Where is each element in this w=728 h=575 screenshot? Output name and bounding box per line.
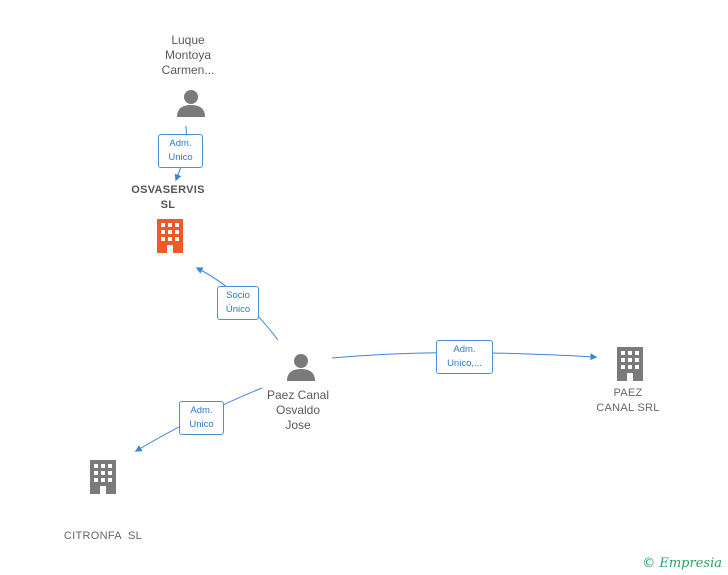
building-icon[interactable] [88, 460, 118, 494]
person-icon[interactable] [285, 352, 317, 382]
building-icon[interactable] [155, 219, 185, 253]
copyright-icon: © [642, 556, 656, 571]
edge-label-luque-osvaservis[interactable]: Adm. Unico [158, 134, 203, 168]
person-icon[interactable] [175, 88, 207, 118]
node-osvaservis-label[interactable]: OSVASERVIS SL [131, 184, 205, 211]
brand-logo: Empresia [659, 556, 722, 571]
edge-label-paez-osvaservis[interactable]: Socio Único [217, 286, 259, 320]
brand-footer[interactable]: © Empresia [642, 556, 722, 571]
building-icon[interactable] [615, 347, 645, 381]
node-luque-label[interactable]: Luque Montoya Carmen... [161, 33, 215, 77]
node-paez-person-label[interactable]: Paez Canal Osvaldo Jose [266, 388, 330, 432]
node-paez-srl-label[interactable]: PAEZ CANAL SRL [596, 387, 660, 414]
node-citronfa-label[interactable]: CITRONFA SL [63, 530, 143, 542]
edge-label-paez-citronfa[interactable]: Adm. Unico [179, 401, 224, 435]
edge-label-paez-paezsrl[interactable]: Adm. Unico,... [436, 340, 493, 374]
